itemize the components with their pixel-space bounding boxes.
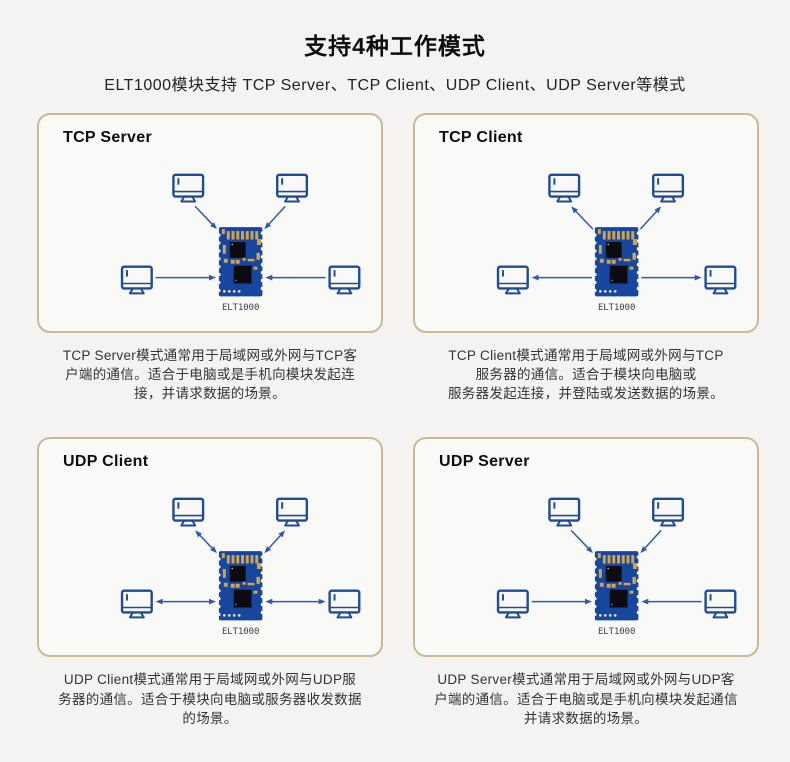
mode-cell-tcp-client: TCP Client ELT1000 TCP Client模式通常用于局域网或外… (413, 113, 759, 403)
connection-arrow (265, 274, 326, 281)
computer-monitor-icon (652, 498, 685, 527)
panel-title-tcp-client: TCP Client (439, 129, 523, 146)
computer-monitor-icon (704, 589, 737, 619)
mode-cell-tcp-server: TCP Server ELT1000 TCP Server模式通常用于局域网或外… (37, 113, 383, 403)
computer-monitor-icon (120, 589, 153, 619)
connection-arrow (570, 530, 593, 554)
connection-arrow (264, 530, 286, 554)
elt1000-module-chip: ELT1000 (217, 551, 265, 638)
computer-monitor-icon (548, 498, 581, 527)
chip-label: ELT1000 (598, 303, 635, 313)
computer-monitor-icon (704, 265, 737, 295)
mode-panel-udp-server: UDP Server ELT1000 (413, 437, 759, 658)
computer-monitor-icon (496, 265, 529, 295)
mode-description-tcp-server: TCP Server模式通常用于局域网或外网与TCP客 户端的通信。适合于电脑或… (62, 348, 358, 402)
connection-arrow (265, 599, 326, 605)
mode-description-udp-client: UDP Client模式通常用于局域网或外网与UDP服 务器的通信。适合于模块向… (58, 672, 362, 726)
computer-monitor-icon (172, 173, 205, 203)
chip-label: ELT1000 (222, 303, 259, 313)
computer-monitor-icon (276, 173, 309, 203)
panel-title-udp-client: UDP Client (63, 453, 149, 471)
mode-panel-udp-client: UDP Client ELT1000 (37, 437, 383, 658)
computer-monitor-icon (120, 265, 153, 295)
computer-monitor-icon (328, 589, 361, 619)
computer-monitor-icon (328, 265, 361, 295)
connection-arrow (640, 530, 662, 554)
elt1000-module-chip: ELT1000 (593, 227, 641, 313)
network-diagram-udp-server: ELT1000 (496, 498, 737, 638)
connection-arrow (195, 530, 217, 554)
elt1000-module-chip: ELT1000 (217, 227, 265, 313)
mode-cell-udp-server: UDP Server ELT1000 UDP Server模式通常用于局域网或外… (413, 437, 759, 727)
mode-cell-udp-client: UDP Client ELT1000 UDP Client模式通常用于局域网或外… (37, 437, 383, 727)
page-header: 支持4种工作模式 ELT1000模块支持 TCP Server、TCP Clie… (0, 0, 790, 95)
network-diagram-tcp-client: ELT1000 (496, 173, 737, 313)
computer-monitor-icon (172, 498, 205, 527)
mode-grid: TCP Server ELT1000 TCP Server模式通常用于局域网或外… (37, 113, 759, 728)
computer-monitor-icon (276, 498, 309, 527)
mode-panel-tcp-client: TCP Client ELT1000 (413, 113, 759, 333)
page-subtitle: ELT1000模块支持 TCP Server、TCP Client、UDP Cl… (104, 77, 686, 94)
connection-arrow (641, 274, 702, 281)
chip-label: ELT1000 (598, 628, 635, 638)
elt1000-module-chip: ELT1000 (593, 551, 641, 638)
connection-arrow (571, 206, 594, 230)
computer-monitor-icon (548, 173, 581, 203)
mode-description-udp-server: UDP Server模式通常用于局域网或外网与UDP客 户端的通信。适合于电脑或… (434, 672, 738, 726)
mode-panel-tcp-server: TCP Server ELT1000 (37, 113, 383, 333)
computer-monitor-icon (652, 173, 685, 203)
connection-arrow (264, 205, 286, 230)
connection-arrow (639, 206, 662, 230)
panel-title-tcp-server: TCP Server (63, 129, 152, 146)
connection-arrow (531, 274, 592, 281)
network-diagram-tcp-server: ELT1000 (120, 173, 361, 313)
connection-arrow (194, 205, 217, 230)
panel-title-udp-server: UDP Server (439, 453, 530, 471)
connection-arrow (641, 599, 702, 605)
computer-monitor-icon (496, 589, 529, 619)
page-title: 支持4种工作模式 (304, 33, 486, 59)
connection-arrow (155, 274, 216, 281)
chip-label: ELT1000 (222, 628, 259, 638)
network-diagram-udp-client: ELT1000 (120, 498, 361, 638)
mode-description-tcp-client: TCP Client模式通常用于局域网或外网与TCP 服务器的通信。适合于模块向… (448, 348, 724, 402)
connection-arrow (531, 599, 592, 605)
connection-arrow (155, 599, 216, 605)
